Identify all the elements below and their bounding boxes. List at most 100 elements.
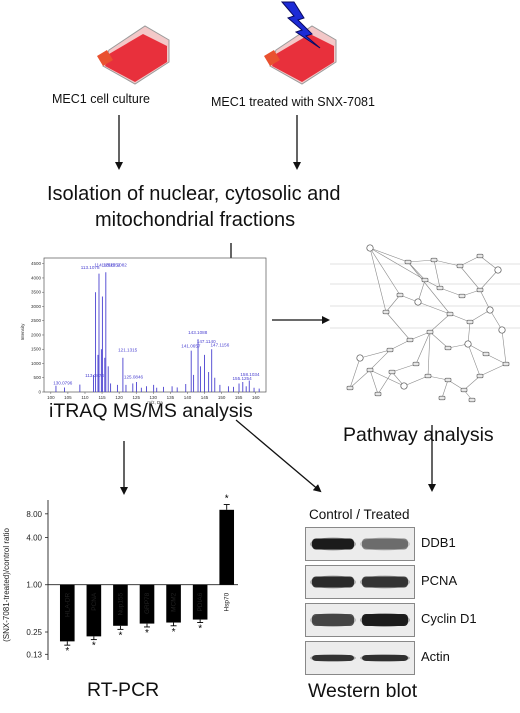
western-blot-bands bbox=[310, 613, 410, 627]
pathway-edge bbox=[485, 353, 507, 365]
pathway-node bbox=[464, 340, 472, 348]
pathway-node bbox=[498, 326, 506, 334]
ms-y-tick-label: 4000 bbox=[31, 275, 42, 280]
ms-peak-label: 121.1315 bbox=[118, 348, 138, 353]
ms-y-tick-label: 2000 bbox=[31, 332, 42, 337]
blot-band bbox=[312, 614, 354, 626]
pathway-edge bbox=[479, 363, 507, 377]
rtpcr-y-tick-label: 8.00 bbox=[26, 510, 42, 519]
ms-y-tick-label: 2500 bbox=[31, 318, 42, 323]
rtpcr-bar bbox=[139, 584, 155, 624]
western-blot-bands bbox=[310, 575, 410, 589]
pathway-node bbox=[446, 311, 454, 317]
rtpcr-significance-star: * bbox=[65, 646, 69, 657]
rtpcr-y-tick-label: 0.25 bbox=[26, 628, 42, 637]
ms-y-axis-label: Intensity bbox=[20, 323, 25, 341]
ms-peak-label: 115.1082 bbox=[108, 263, 127, 268]
ms-y-tick-label: 3000 bbox=[31, 304, 42, 309]
pathway-edge bbox=[385, 311, 411, 341]
rtpcr-bar bbox=[113, 584, 128, 626]
ms-x-axis-label: m/z, Da bbox=[147, 400, 163, 405]
pathway-edge bbox=[389, 339, 411, 351]
western-protein-label: Cyclin D1 bbox=[421, 611, 477, 626]
treated-culture-label: MEC1 treated with SNX-7081 bbox=[211, 95, 375, 109]
blot-band bbox=[362, 538, 408, 550]
pathway-edge bbox=[377, 371, 393, 395]
ms-x-tick-label: 150 bbox=[218, 395, 226, 400]
western-header: Control / Treated bbox=[309, 507, 410, 522]
rtpcr-bar bbox=[166, 584, 181, 623]
rtpcr-y-tick-label: 4.00 bbox=[26, 533, 42, 542]
ms-x-tick-label: 105 bbox=[64, 395, 72, 400]
blot-band bbox=[362, 655, 408, 661]
ms-x-tick-label: 145 bbox=[201, 395, 209, 400]
pathway-edge bbox=[467, 343, 481, 377]
pathway-node bbox=[414, 298, 422, 306]
ms-y-tick-label: 1500 bbox=[31, 347, 42, 352]
pathway-edge bbox=[467, 321, 471, 345]
rtpcr-significance-star: * bbox=[198, 624, 202, 635]
pathway-edge bbox=[479, 289, 491, 311]
ms-peak-label: 113.3874 bbox=[85, 373, 104, 378]
pathway-edge bbox=[349, 369, 371, 389]
rtpcr-bar bbox=[86, 584, 102, 637]
isolation-line-1: Isolation of nuclear, cytosolic and bbox=[47, 183, 341, 205]
pathway-edge bbox=[439, 287, 463, 297]
pathway-node bbox=[400, 382, 408, 390]
pathway-edge bbox=[391, 363, 417, 373]
rtpcr-category-label: Hsp70 bbox=[224, 592, 231, 611]
pathway-node bbox=[412, 361, 420, 367]
blot-band bbox=[312, 538, 354, 550]
pathway-network bbox=[330, 240, 520, 410]
pathway-node bbox=[366, 244, 374, 252]
pathway-edge bbox=[407, 261, 426, 281]
pathway-edge bbox=[427, 331, 431, 377]
rtpcr-y-tick-label: 1.00 bbox=[26, 581, 42, 590]
ms-x-tick-label: 135 bbox=[167, 395, 175, 400]
control-flask-icon bbox=[97, 25, 170, 85]
pathway-edge bbox=[429, 313, 451, 333]
ms-peak-label: 147.1140 bbox=[197, 339, 216, 344]
blot-band bbox=[362, 576, 408, 588]
pathway-node bbox=[426, 329, 434, 335]
pathway-caption: Pathway analysis bbox=[343, 424, 494, 446]
rtpcr-bar bbox=[219, 509, 235, 585]
ms-peak-label: 147.1156 bbox=[210, 342, 229, 347]
pathway-node bbox=[382, 309, 390, 315]
pathway-edge bbox=[349, 357, 361, 389]
control-culture-label: MEC1 cell culture bbox=[52, 92, 150, 106]
blot-band bbox=[362, 614, 408, 626]
pathway-node bbox=[421, 277, 429, 283]
pathway-node bbox=[438, 395, 446, 401]
ms-x-tick-label: 125 bbox=[132, 395, 140, 400]
ms-y-tick-label: 3500 bbox=[31, 290, 42, 295]
rtpcr-significance-star: * bbox=[92, 641, 96, 652]
pathway-edge bbox=[479, 269, 499, 291]
pathway-node bbox=[502, 361, 510, 367]
pathway-edge bbox=[369, 247, 409, 263]
pathway-node bbox=[444, 345, 452, 351]
rtpcr-caption: RT-PCR bbox=[87, 679, 160, 701]
pathway-node bbox=[482, 351, 490, 357]
ms-x-tick-label: 110 bbox=[81, 395, 89, 400]
pathway-node bbox=[436, 285, 444, 291]
pathway-edge bbox=[369, 247, 426, 281]
rtpcr-significance-star: * bbox=[145, 628, 149, 639]
pathway-node bbox=[396, 292, 404, 298]
western-protein-label: DDB1 bbox=[421, 535, 456, 550]
western-blot-panel bbox=[305, 565, 415, 599]
pathway-edge bbox=[429, 331, 449, 349]
pathway-node bbox=[458, 293, 466, 299]
blot-band bbox=[312, 576, 354, 588]
pathway-edge bbox=[369, 247, 401, 296]
western-caption: Western blot bbox=[308, 680, 418, 702]
ms-peak-label: 113.1078 bbox=[81, 265, 100, 270]
ms-x-tick-label: 115 bbox=[98, 395, 106, 400]
pathway-edge bbox=[385, 294, 401, 313]
pathway-edge bbox=[407, 259, 435, 263]
western-blot-bands bbox=[310, 537, 410, 551]
ms-x-tick-label: 155 bbox=[235, 395, 243, 400]
treated-flask-icon bbox=[264, 25, 337, 85]
